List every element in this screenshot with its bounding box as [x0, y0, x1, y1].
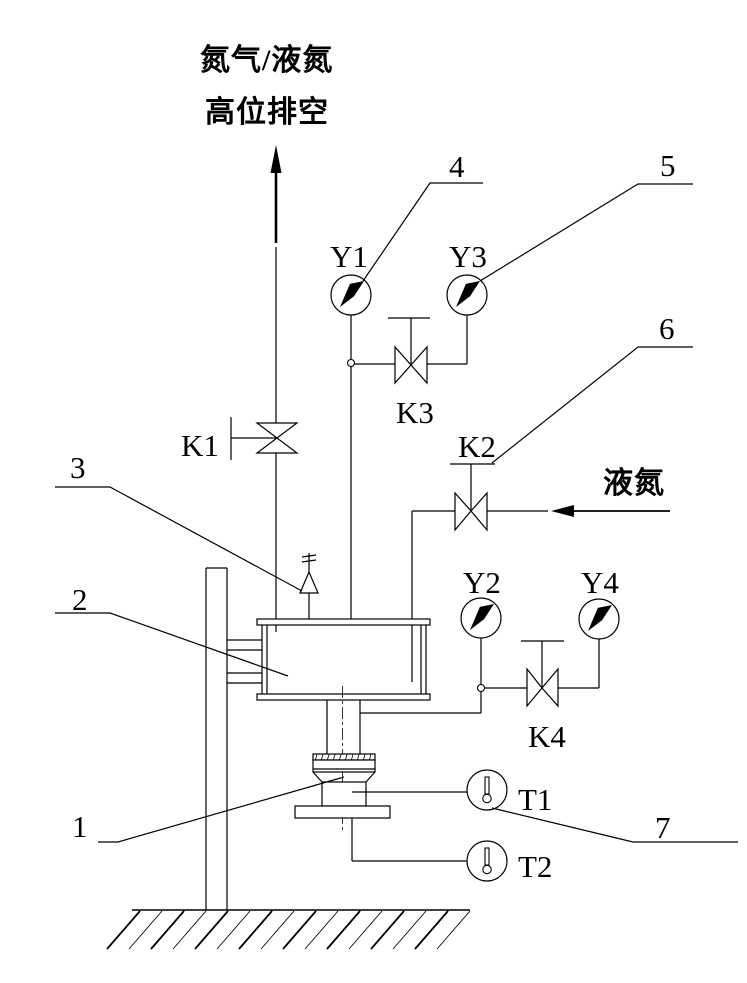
gate-valve-icon — [541, 667, 559, 708]
gauge-needle — [588, 605, 612, 631]
thermometer-stem — [484, 847, 490, 866]
callout-4: 4 — [362, 149, 483, 282]
valve-k4-label: K4 — [528, 719, 566, 754]
callout-1-leader — [98, 776, 345, 843]
callout-6-number: 6 — [659, 311, 675, 346]
component-body — [321, 781, 367, 807]
callout-6-leader — [491, 346, 693, 464]
taper-left — [312, 771, 323, 783]
gauge-needle — [470, 604, 494, 630]
gauge-y3-label: Y3 — [449, 239, 487, 274]
flange-hatch — [315, 754, 372, 760]
callout-1-number: 1 — [72, 809, 88, 844]
callout-4-number: 4 — [449, 149, 465, 184]
callout-5: 5 — [479, 148, 693, 282]
callout-2: 2 — [55, 582, 289, 677]
ground-hatching — [106, 910, 471, 950]
callout-3-leader — [55, 486, 303, 592]
component-band — [312, 759, 376, 773]
thermometer-bulb — [482, 793, 492, 804]
callout-7-leader — [491, 807, 738, 843]
support-column — [205, 567, 262, 910]
gauge-y3: Y3 — [446, 239, 488, 364]
valve-k3: K3 — [354, 317, 467, 430]
safety-valve — [299, 553, 319, 619]
inlet-label: 液氮 — [603, 467, 665, 500]
safety-valve-icon — [299, 570, 319, 594]
safety-valve-tick — [301, 559, 317, 563]
left-arrow-icon — [551, 505, 574, 517]
ground — [106, 909, 471, 950]
gauge-y2: Y2 — [360, 565, 502, 714]
callout-5-number: 5 — [660, 148, 676, 183]
vessel-bottom-flange — [256, 693, 431, 701]
callout-1: 1 — [72, 776, 345, 844]
pipe-junction — [476, 683, 486, 693]
thermometer-stem — [484, 776, 490, 795]
gate-valve-icon — [410, 345, 428, 385]
vessel — [256, 618, 431, 701]
pipe-junction — [346, 358, 356, 368]
vessel-top-flange — [256, 618, 431, 626]
callout-7-number: 7 — [655, 810, 671, 845]
valve-k2-label: K2 — [458, 429, 496, 464]
safety-valve-tick — [301, 554, 317, 558]
gauge-y4: Y4 — [578, 565, 620, 688]
callout-3: 3 — [55, 450, 303, 592]
inlet-section: 液氮 — [551, 467, 670, 517]
callout-7: 7 — [491, 807, 738, 845]
gate-valve-icon — [394, 345, 412, 385]
valve-k3-label: K3 — [396, 395, 434, 430]
vent-title-line1: 氮气/液氮 — [200, 44, 333, 77]
gate-valve-icon — [454, 491, 472, 532]
gauge-needle — [340, 281, 364, 307]
vent-title-line2: 高位排空 — [205, 95, 329, 129]
valve-k2: K2 — [411, 429, 548, 682]
callout-6: 6 — [491, 311, 693, 464]
callout-2-number: 2 — [72, 582, 88, 617]
callout-4-leader — [362, 182, 483, 282]
callout-3-number: 3 — [70, 450, 86, 485]
thermometer-t1: T1 — [352, 769, 552, 817]
gauge-needle — [456, 281, 480, 307]
vent-section: 氮气/液氮 高位排空 — [200, 44, 333, 632]
gauge-y2-label: Y2 — [463, 565, 501, 600]
valve-k1: K1 — [181, 417, 299, 463]
gauge-y1: Y1 — [330, 239, 372, 619]
thermometer-t2: T2 — [351, 818, 552, 884]
thermometer-t1-label: T1 — [518, 782, 552, 817]
gate-valve-icon — [526, 667, 543, 708]
taper-right — [365, 771, 376, 783]
gate-valve-icon — [255, 422, 299, 439]
component-1 — [294, 753, 391, 819]
gauge-y4-label: Y4 — [581, 565, 619, 600]
valve-k4: K4 — [484, 640, 599, 754]
callout-2-leader — [55, 612, 289, 677]
up-arrow-icon — [270, 145, 282, 173]
gate-valve-icon — [255, 437, 299, 454]
base-flange — [294, 805, 391, 819]
thermometer-bulb — [482, 864, 492, 875]
valve-k1-label: K1 — [181, 428, 219, 463]
gauge-y1-label: Y1 — [330, 239, 368, 274]
callout-5-leader — [479, 183, 693, 282]
thermometer-t2-label: T2 — [518, 849, 552, 884]
gate-valve-icon — [470, 491, 488, 532]
